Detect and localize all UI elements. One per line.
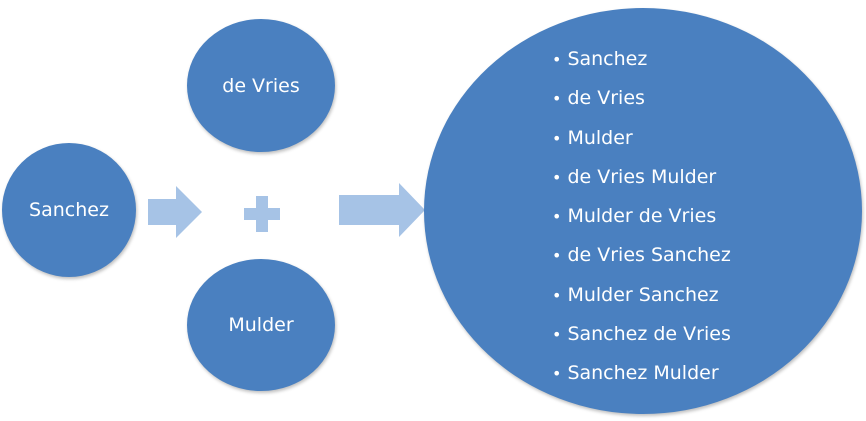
list-item: de Vries Sanchez [552, 236, 730, 275]
sanchez-label: Sanchez [29, 199, 109, 221]
list-item: Mulder Sanchez [552, 276, 731, 315]
list-item: Mulder de Vries [552, 197, 731, 236]
list-item: Mulder [552, 119, 731, 158]
list-item: Sanchez de Vries [552, 315, 730, 354]
mulder-label: Mulder [228, 314, 294, 336]
de-vries-label: de Vries [222, 74, 300, 97]
small-arrow-icon [148, 186, 202, 238]
list-item: de Vries Mulder [552, 158, 731, 197]
plus-icon [244, 196, 280, 232]
de-vries-circle: de Vries [187, 19, 335, 152]
mulder-circle: Mulder [187, 259, 335, 391]
list-item: Sanchez Mulder [552, 354, 731, 393]
combinations-list: Sanchez de Vries Mulder de Vries Mulder … [552, 40, 731, 394]
result-circle: Sanchez de Vries Mulder de Vries Mulder … [424, 8, 862, 414]
large-arrow-icon [339, 183, 425, 237]
sanchez-circle: Sanchez [2, 143, 136, 277]
list-item: Sanchez [552, 40, 731, 79]
list-item: de Vries [552, 79, 731, 118]
